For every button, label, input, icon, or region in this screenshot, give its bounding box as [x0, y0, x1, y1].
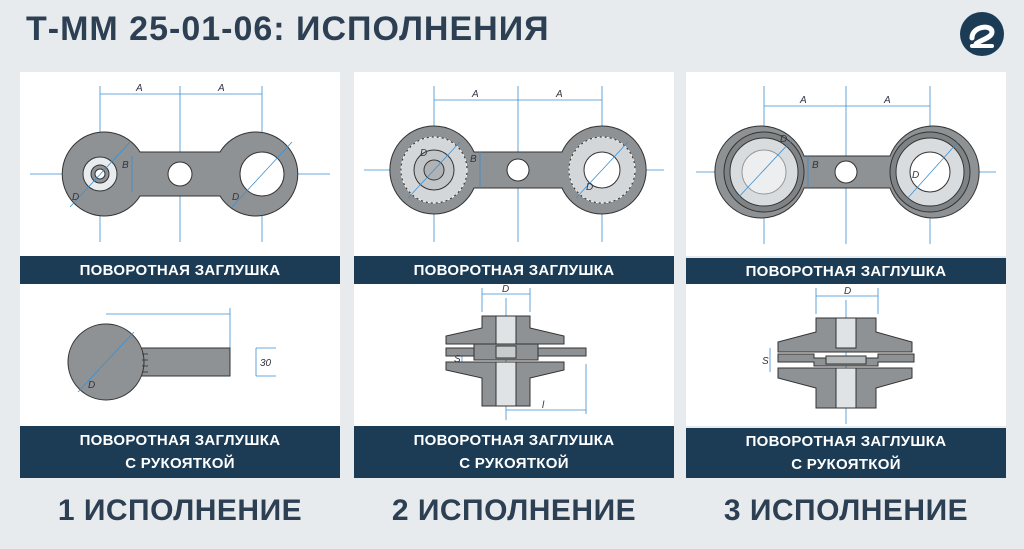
top-label-text: ПОВОРОТНАЯ ЗАГЛУШКА — [413, 261, 615, 279]
bottom-label-line2: С РУКОЯТКОЙ — [125, 455, 235, 472]
bottom-label-line1: ПОВОРОТНАЯ ЗАГЛУШКА — [745, 433, 947, 450]
dim-a2: A — [217, 83, 225, 94]
dim-d1: D — [780, 134, 787, 145]
drawing-blind-with-handle: D 30 — [20, 284, 340, 426]
dim-b: B — [812, 160, 819, 171]
dim-s: S — [454, 354, 461, 365]
dim-d2: D — [586, 182, 593, 193]
top-label: ПОВОРОТНАЯ ЗАГЛУШКА — [686, 258, 1006, 284]
bottom-label: ПОВОРОТНАЯ ЗАГЛУШКА С РУКОЯТКОЙ — [20, 426, 340, 478]
bottom-label-line2: С РУКОЯТКОЙ — [791, 456, 901, 473]
dim-a1: A — [135, 83, 143, 94]
drawing-blind-section: S D l — [354, 284, 674, 426]
variant-title: 2 ИСПОЛНЕНИЕ — [391, 494, 637, 527]
top-label-text: ПОВОРОТНАЯ ЗАГЛУШКА — [79, 261, 281, 279]
drawing-spectacle-blind: A A B D D — [20, 72, 340, 256]
top-label-text: ПОВОРОТНАЯ ЗАГЛУШКА — [745, 262, 947, 280]
bottom-label: ПОВОРОТНАЯ ЗАГЛУШКА С РУКОЯТКОЙ — [354, 426, 674, 478]
dim-b: B — [122, 160, 129, 171]
dim-d1: D — [420, 148, 427, 159]
dim-d2: D — [232, 192, 239, 203]
dim-handle: 30 — [260, 358, 272, 369]
bottom-label-line1: ПОВОРОТНАЯ ЗАГЛУШКА — [413, 432, 615, 449]
page-title: Т-ММ 25-01-06: ИСПОЛНЕНИЯ — [26, 10, 550, 48]
dim-d3: D — [88, 380, 95, 391]
bottom-label: ПОВОРОТНАЯ ЗАГЛУШКА С РУКОЯТКОЙ — [686, 428, 1006, 478]
top-label: ПОВОРОТНАЯ ЗАГЛУШКА — [354, 256, 674, 284]
dim-b: B — [470, 154, 477, 165]
bottom-label-line1: ПОВОРОТНАЯ ЗАГЛУШКА — [79, 432, 281, 449]
company-logo-icon — [960, 12, 1004, 56]
dim-a2: A — [555, 89, 563, 100]
variant-title: 1 ИСПОЛНЕНИЕ — [57, 494, 303, 527]
drawing-blind-section: S D — [686, 284, 1006, 426]
drawing-spectacle-blind: A A B D D — [686, 72, 1006, 256]
dim-a2: A — [883, 95, 891, 106]
dim-a1: A — [799, 95, 807, 106]
dim-s: S — [762, 356, 769, 367]
top-label: ПОВОРОТНАЯ ЗАГЛУШКА — [20, 256, 340, 284]
variant-title: 3 ИСПОЛНЕНИЕ — [723, 494, 969, 527]
bottom-label-line2: С РУКОЯТКОЙ — [459, 455, 569, 472]
dim-d3: D — [844, 286, 851, 297]
dim-d1: D — [72, 192, 79, 203]
dim-d2: D — [912, 170, 919, 181]
dim-l: l — [542, 400, 545, 411]
dim-d3: D — [502, 284, 509, 295]
drawing-spectacle-blind: A A B D D — [354, 72, 674, 256]
dim-a1: A — [471, 89, 479, 100]
